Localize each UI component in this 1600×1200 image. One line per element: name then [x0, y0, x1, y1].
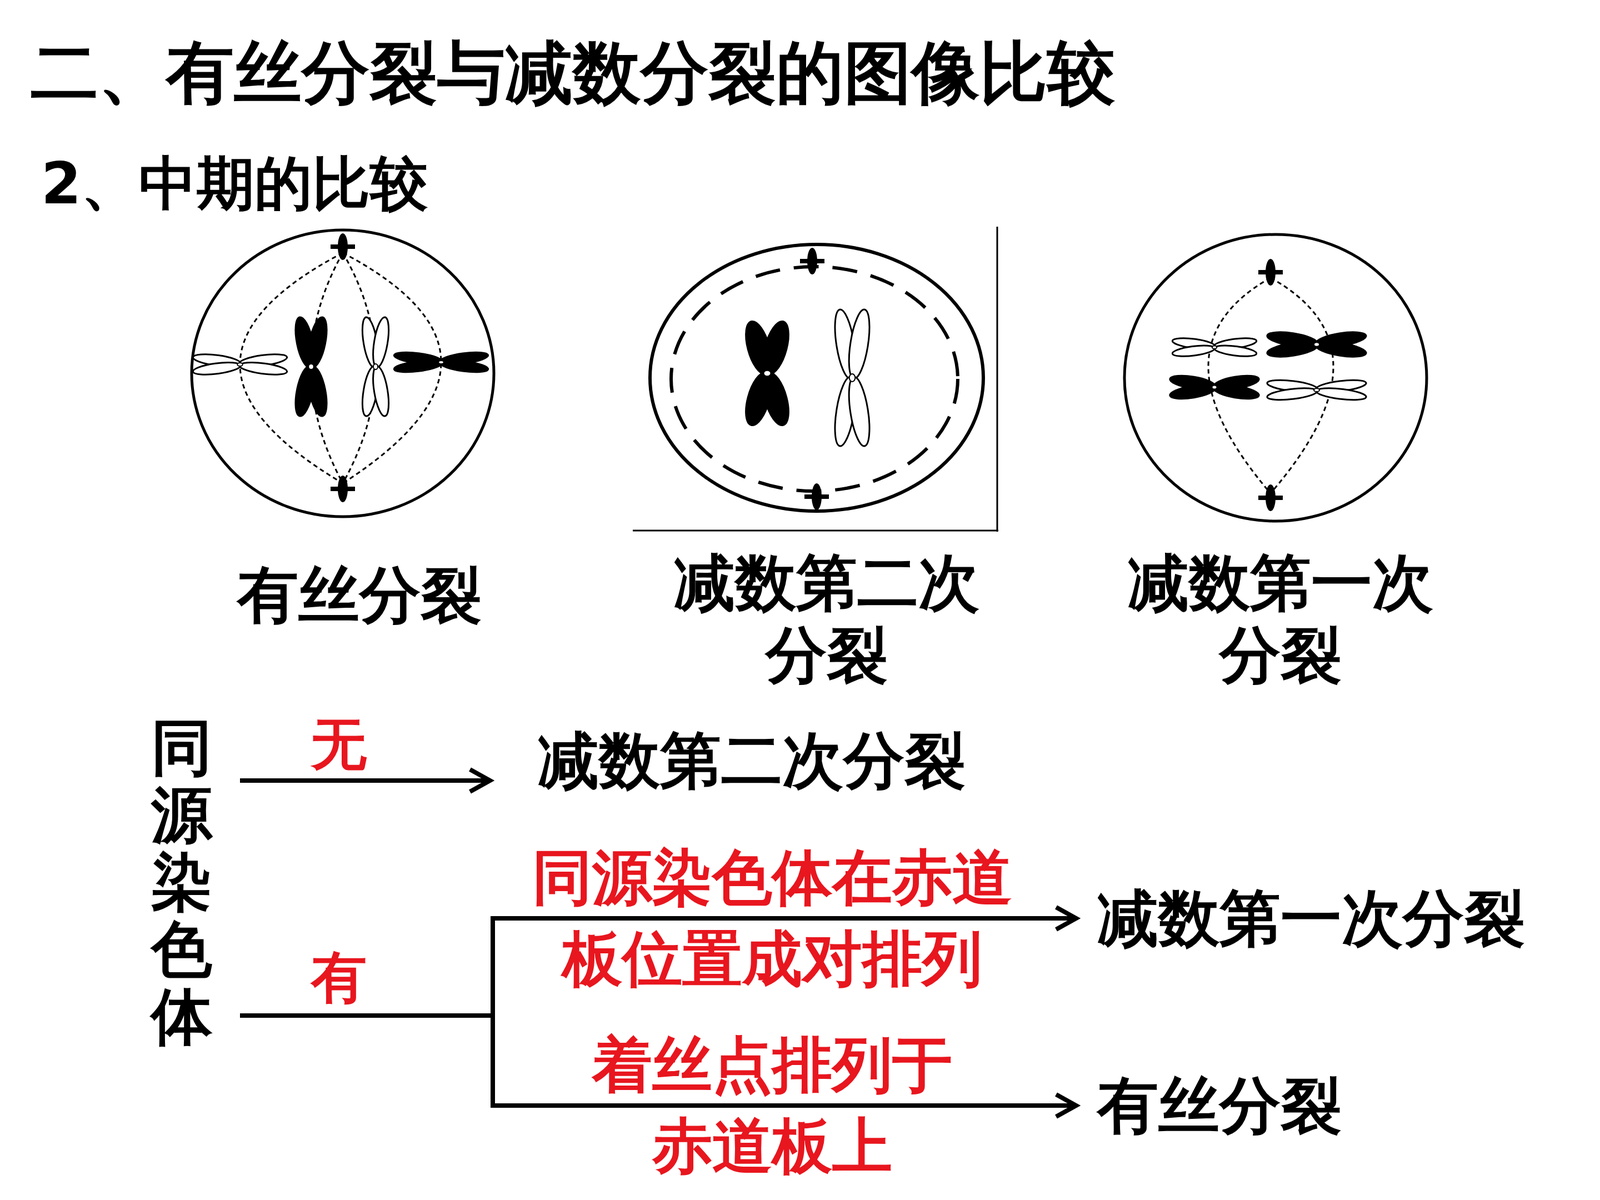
edge-label: 着丝点排列于赤道板上: [586, 1024, 959, 1187]
meiosis-i-cell: [1124, 234, 1427, 522]
flow-node: 减数第一次分裂: [1097, 881, 1525, 955]
node-text: 减数第二次分裂: [537, 723, 966, 798]
cell-caption: 减数第二次分裂: [665, 547, 989, 692]
branch-label: 有: [311, 944, 367, 1012]
flow-node: 减数第二次分裂: [537, 723, 966, 798]
node-text: 有丝分裂: [1097, 1068, 1342, 1143]
node-text: 同源染色体: [151, 714, 213, 1051]
section-subtitle: 2、中期的比较: [41, 148, 428, 219]
cell-caption: 减数第一次分裂: [1118, 547, 1443, 692]
node-text: 减数第一次分裂: [1097, 881, 1525, 955]
edge-label: 同源染色体在赤道板位置成对排列: [526, 837, 1019, 1000]
page-title: 二、有丝分裂与减数分裂的图像比较: [30, 32, 1115, 114]
flow-node: 有丝分裂: [1097, 1068, 1342, 1143]
cell-caption: 有丝分裂: [237, 558, 482, 632]
mitosis-cell: [191, 230, 494, 517]
meiosis-ii-cell: [632, 226, 999, 532]
edge-label: 无: [311, 711, 367, 778]
flow-node: 同源染色体: [151, 714, 213, 1051]
